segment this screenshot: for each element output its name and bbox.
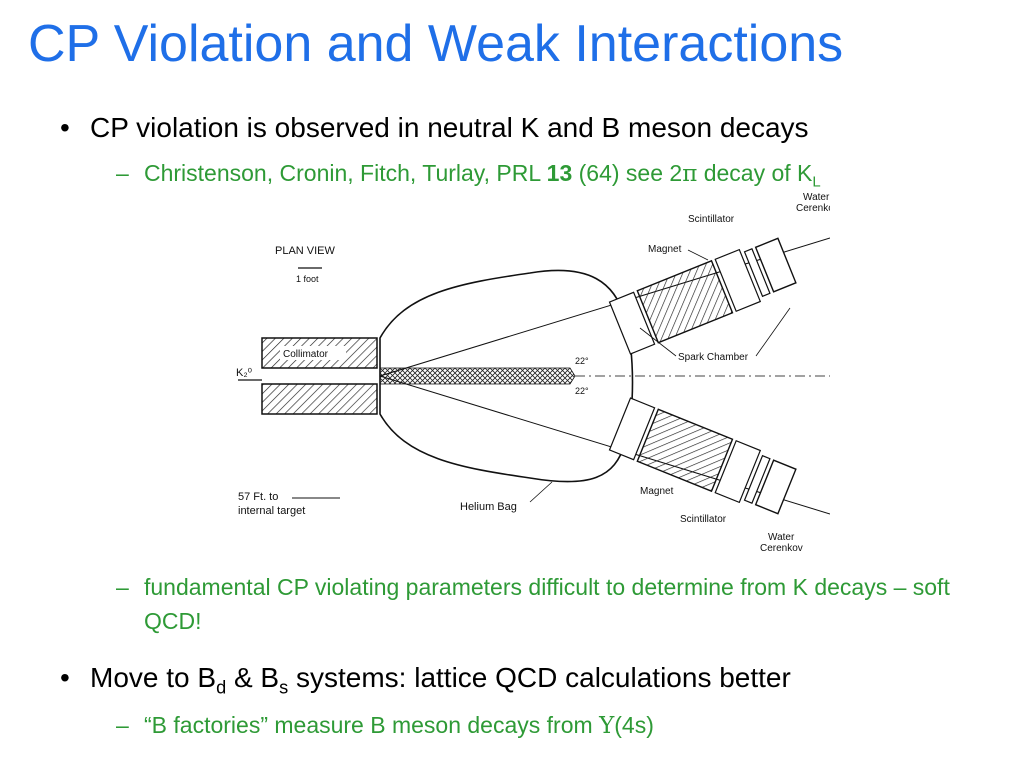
- scale-label: 1 foot: [296, 274, 319, 284]
- spark-chamber-label: Spark Chamber: [678, 352, 749, 363]
- sub-bullet-reference: –Christenson, Cronin, Fitch, Turlay, PRL…: [116, 160, 821, 191]
- target-label-line2: internal target: [238, 505, 305, 517]
- spark-chamber-lower-back: [714, 439, 762, 504]
- spark-leader-2: [755, 307, 791, 357]
- spark-chamber-upper-back: [714, 248, 762, 313]
- reference-text-post: decay of K: [697, 160, 813, 186]
- experiment-plan-diagram: PLAN VIEW 1 foot Collimator K₂⁰ 22° 22° …: [236, 192, 830, 554]
- bd-subscript: d: [216, 677, 227, 698]
- soft-qcd-text: fundamental CP violating parameters diff…: [144, 574, 950, 634]
- reference-volume: 13: [546, 160, 573, 186]
- magnet-top-label: Magnet: [648, 244, 682, 255]
- decay-volume: [379, 367, 576, 385]
- cerenkov-lower: [754, 459, 797, 515]
- bullet-cp-violation: • CP violation is observed in neutral K a…: [60, 112, 809, 144]
- collimator-lower: [261, 383, 378, 415]
- scintillator-top-label: Scintillator: [688, 214, 735, 225]
- water-bottom-label: Water: [768, 532, 795, 543]
- collimator-label: Collimator: [283, 349, 329, 360]
- sub-bullet-soft-qcd: –fundamental CP violating parameters dif…: [116, 570, 996, 638]
- magnet-bottom-label: Magnet: [640, 486, 674, 497]
- bullet2-text-post: systems: lattice QCD calculations better: [288, 662, 791, 693]
- lower-spectrometer: [608, 397, 797, 515]
- dash-marker: –: [116, 712, 129, 738]
- cerenkov-bottom-label: Cerenkov: [760, 543, 803, 554]
- spark-chamber-lower-front: [608, 397, 656, 461]
- plan-view-label: PLAN VIEW: [275, 245, 336, 257]
- angle-bottom-label: 22°: [575, 386, 589, 396]
- bullet2-text-mid: & B: [226, 662, 280, 693]
- collimator-label-bg: [280, 346, 346, 360]
- spark-leader-1: [639, 327, 677, 357]
- scintillator-upper: [743, 248, 771, 298]
- helium-bag-outline: [379, 269, 634, 483]
- bullet-marker: •: [60, 662, 70, 693]
- target-label-line1: 57 Ft. to: [238, 491, 278, 503]
- dash-marker: –: [116, 160, 129, 186]
- slide-title: CP Violation and Weak Interactions: [28, 15, 844, 73]
- helium-bag-label: Helium Bag: [460, 501, 517, 513]
- b-factories-text-post: (4s): [614, 712, 654, 738]
- magnet-lower: [636, 408, 734, 493]
- bs-subscript: s: [279, 677, 289, 698]
- scintillator-lower: [743, 454, 771, 504]
- upsilon-symbol: Υ: [599, 713, 615, 739]
- helium-leader: [529, 481, 553, 503]
- reference-text-mid: (64) see 2: [572, 160, 683, 186]
- bullet2-text-pre: Move to B: [90, 662, 217, 693]
- bullet-text: CP violation is observed in neutral K an…: [90, 112, 809, 143]
- magnet-upper: [636, 259, 734, 344]
- magnet-top-leader: [687, 249, 709, 261]
- dash-marker: –: [116, 574, 129, 600]
- angle-top-label: 22°: [575, 356, 589, 366]
- kl-subscript: L: [812, 173, 821, 191]
- bullet-bd-bs-systems: • Move to Bd & Bs systems: lattice QCD ca…: [60, 662, 791, 699]
- spark-chamber-upper-front: [608, 291, 656, 355]
- sub-bullet-b-factories: –“B factories” measure B meson decays fr…: [116, 712, 654, 739]
- scintillator-bottom-label: Scintillator: [680, 514, 727, 525]
- cerenkov-top-label: Cerenkov: [796, 203, 830, 214]
- beam-label: K₂⁰: [236, 367, 253, 379]
- upper-spectrometer: [608, 237, 797, 355]
- pi-symbol: π: [682, 161, 698, 187]
- reference-text-pre: Christenson, Cronin, Fitch, Turlay, PRL: [144, 160, 547, 186]
- cerenkov-upper: [754, 237, 797, 293]
- b-factories-text-pre: “B factories” measure B meson decays fro…: [144, 712, 600, 738]
- bullet-marker: •: [60, 112, 70, 143]
- water-top-label: Water: [803, 192, 830, 203]
